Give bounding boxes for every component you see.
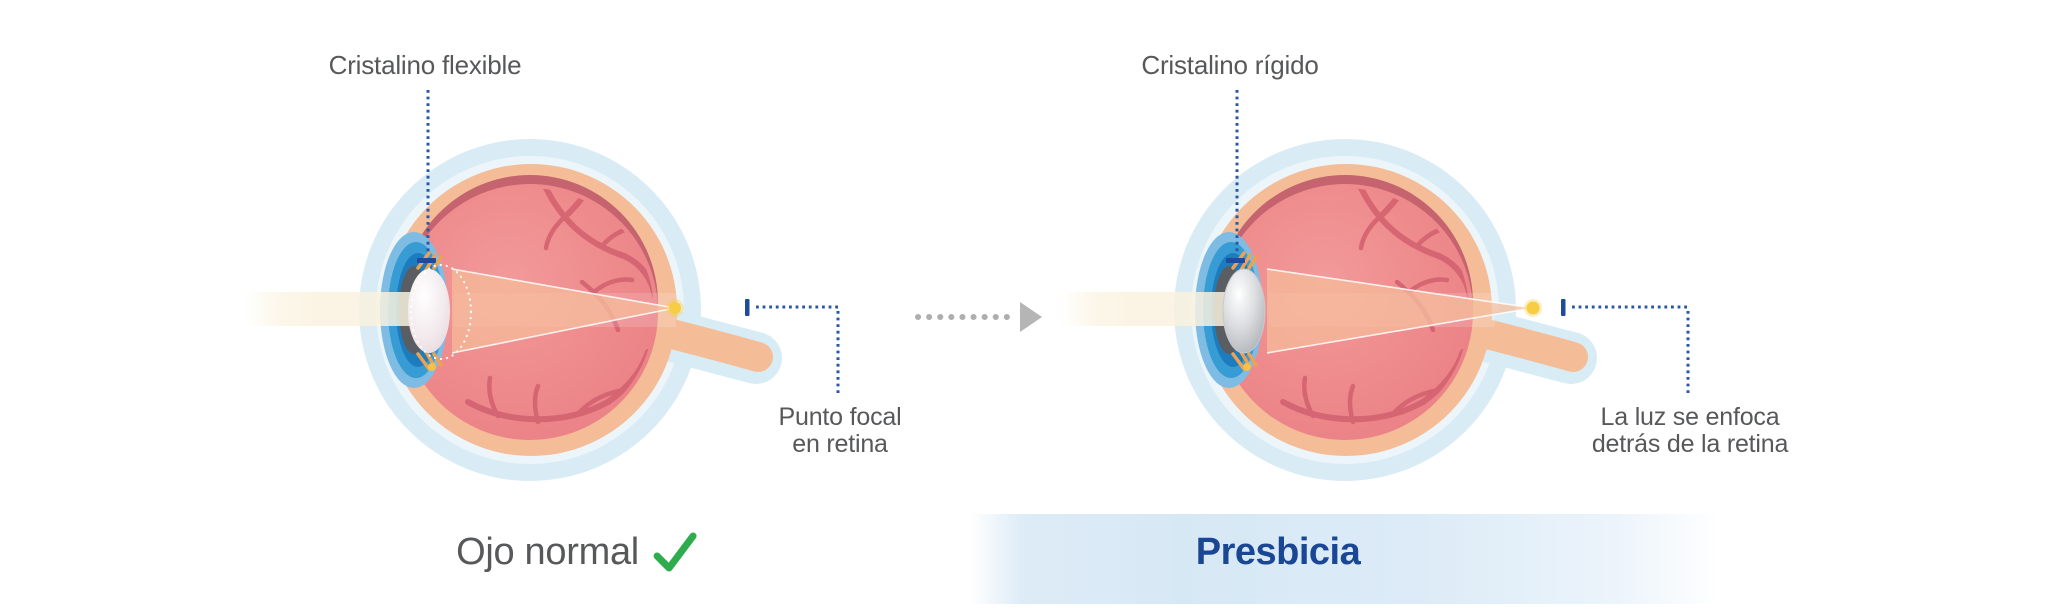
focal-point-dot [1526,301,1540,315]
defocused-light-cone [1266,268,1534,354]
dotted-arrow-right-icon [915,302,1042,332]
lens-accommodation-outline [409,263,473,361]
presbyopic-eye-illustration [1060,139,1573,481]
light-beam [1060,292,1253,326]
leader-lines [417,90,1690,396]
normal-eye-illustration [245,139,758,481]
check-icon [653,532,697,572]
caption-presbicia-text: Presbicia [1195,530,1361,573]
label-punto-focal-line2: en retina [792,430,888,458]
label-punto-focal-line1: Punto focal [778,403,902,431]
label-punto-focal: Punto focal en retina [779,404,902,458]
presbicia-highlight-band [970,514,1720,604]
caption-ojo-normal: Ojo normal [456,524,698,580]
rigid-lens [1222,268,1266,354]
label-la-luz: La luz se enfoca detrás de la retina [1591,403,1789,458]
caption-ojo-normal-text: Ojo normal [456,530,639,573]
focused-light-cone [451,268,676,354]
label-cristalino-rigido: Cristalino rígido [1141,50,1319,80]
label-la-luz-line2: detrás de la retina [1591,430,1789,458]
light-beam [245,292,438,326]
label-cristalino-flexible: Cristalino flexible [328,50,522,80]
flexible-lens [408,269,450,353]
caption-presbicia: Presbicia [1196,524,1361,580]
focal-point-dot [669,302,681,314]
label-la-luz-line1: La luz se enfoca [1600,403,1780,431]
